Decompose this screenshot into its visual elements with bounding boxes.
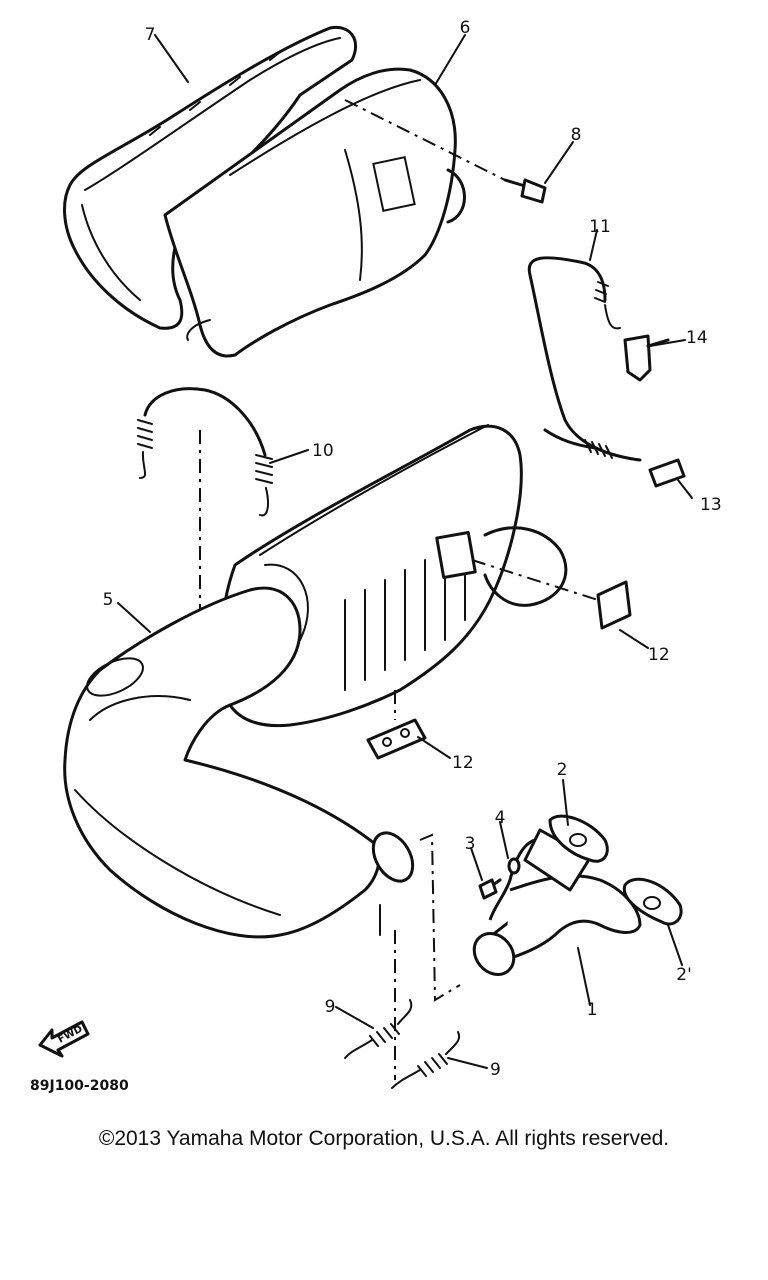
fwd-arrow-icon: FWD: [38, 1020, 90, 1058]
callout-10: 10: [312, 441, 334, 461]
callout-6: 6: [460, 18, 471, 38]
callout-1: 1: [587, 1000, 598, 1020]
callout-12-lower: 12: [452, 753, 474, 773]
part-9-springs: [344, 930, 461, 1089]
exhaust-parts-diagram: 7 6 8 11 14 10 13 5 12 12 2 4 3 2' 1 9 9…: [30, 18, 722, 1094]
callout-9-right: 9: [490, 1060, 501, 1080]
callout-2: 2: [557, 760, 568, 780]
callout-14: 14: [686, 328, 708, 348]
part-3-bolt: [478, 878, 502, 900]
callout-5: 5: [103, 590, 114, 610]
callout-3: 3: [465, 834, 476, 854]
part-2-gaskets: [548, 814, 683, 926]
callout-8: 8: [571, 125, 582, 145]
assembly-connector-line: [419, 833, 461, 1002]
callout-4: 4: [495, 808, 506, 828]
part-12-plate-lower: [366, 690, 427, 760]
part-5-muffler: [63, 424, 568, 939]
part-10-spring-stay: [137, 387, 273, 640]
part-4-nut: [507, 857, 521, 875]
drawing-code: 89J100-2080: [30, 1078, 129, 1094]
callout-13: 13: [700, 495, 722, 515]
callout-2-prime: 2': [676, 965, 692, 985]
part-1-exhaust-pipe: [472, 828, 642, 976]
copyright-notice: ©2013 Yamaha Motor Corporation, U.S.A. A…: [98, 1127, 670, 1150]
part-7-heat-protector: [63, 25, 358, 330]
part-11-spring-stay: [527, 256, 642, 462]
leader-lines: [117, 34, 693, 1069]
part-6-muffler-cover: [163, 67, 466, 358]
part-12-gasket-upper: [471, 559, 632, 630]
part-13-plate: [648, 458, 686, 488]
part-8-bolt: [344, 99, 547, 204]
callout-11: 11: [589, 217, 611, 237]
callout-9-left: 9: [325, 997, 336, 1017]
callout-12-upper: 12: [648, 645, 670, 665]
part-14-bracket: [623, 334, 670, 382]
callout-7: 7: [145, 25, 156, 45]
